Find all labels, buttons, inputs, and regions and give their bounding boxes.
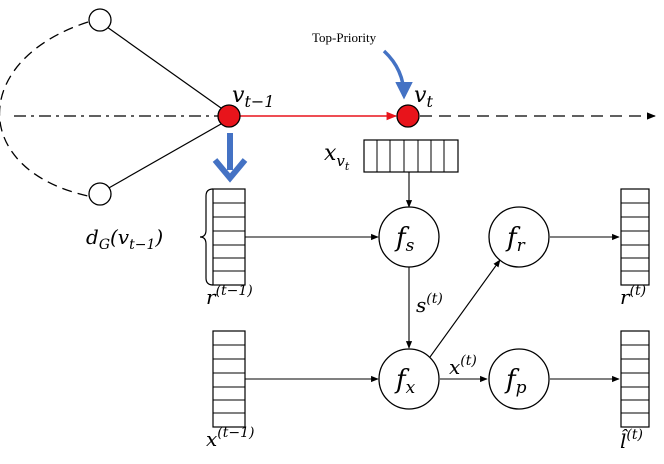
top-priority-arrow (382, 49, 413, 100)
vector-x-prev (212, 330, 246, 428)
vector-r-curr (620, 188, 650, 286)
neighbor-node-bottom (88, 182, 112, 206)
dashed-arc (0, 21, 89, 197)
function-f-s: fs (378, 206, 440, 268)
neighbor-node-top (88, 8, 112, 32)
label-d-g: dG(vt−1) (86, 225, 163, 253)
label-x-vt: xvt (324, 141, 350, 173)
function-f-p: fp (488, 348, 550, 410)
label-v-curr: vt (414, 83, 433, 111)
brace-d-g (199, 188, 214, 286)
node-v-prev (217, 104, 241, 128)
label-s-t: s(t) (416, 291, 443, 317)
label-r-curr: r(t) (620, 283, 646, 309)
vector-x-vt (363, 139, 459, 173)
node-v-curr (396, 104, 420, 128)
vector-r-prev (212, 188, 246, 286)
vector-l-hat (620, 330, 650, 428)
edge-fx-to-fr (429, 259, 501, 358)
label-x-t: x(t) (449, 353, 477, 379)
label-l-hat: l̂(t) (620, 427, 643, 453)
top-priority-label: Top-Priority (312, 30, 377, 45)
function-f-r: fr (488, 206, 550, 268)
function-f-x: fx (378, 348, 440, 410)
label-x-prev: x(t−1) (206, 425, 254, 451)
label-r-prev: r(t−1) (206, 283, 253, 309)
edge-top-neighbor (106, 26, 222, 109)
label-v-prev: vt−1 (232, 83, 274, 111)
edge-bottom-neighbor (106, 123, 222, 190)
blue-down-arrow-head (212, 158, 248, 183)
